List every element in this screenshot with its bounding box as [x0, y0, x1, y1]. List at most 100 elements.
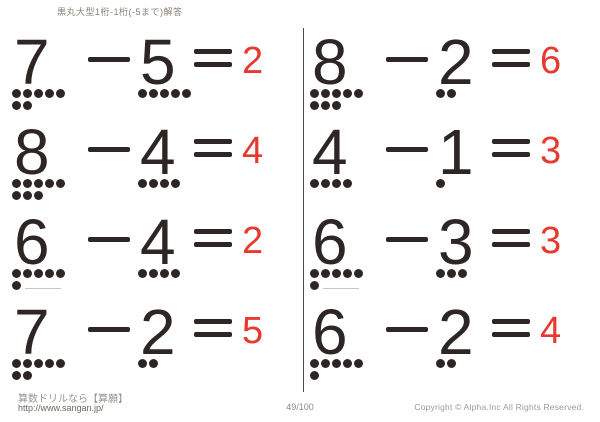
dot	[343, 179, 352, 188]
dot	[310, 281, 319, 290]
minuend-digit: 7	[14, 296, 50, 368]
dot	[12, 179, 21, 188]
dot	[332, 179, 341, 188]
dot-row	[12, 267, 88, 278]
subtrahend-digit: 2	[438, 296, 474, 368]
dot-row	[310, 87, 386, 98]
minuend: 6	[310, 300, 386, 380]
equals-bar	[492, 229, 530, 234]
answer-value: 5	[242, 310, 264, 352]
dot	[23, 191, 32, 200]
dot-row	[12, 99, 88, 110]
answer-value: 3	[540, 220, 562, 262]
subtrahend-digit: 4	[140, 116, 176, 188]
equals-icon	[492, 300, 538, 337]
dot	[332, 359, 341, 368]
minuend-dots	[12, 266, 88, 290]
dot-row	[310, 357, 386, 368]
subtrahend: 4	[138, 120, 194, 188]
subtrahend-dots	[138, 176, 194, 188]
dot-row	[436, 357, 492, 368]
minuend-digit: 7	[14, 26, 50, 98]
subtrahend-dots	[436, 86, 492, 98]
equals-icon	[492, 210, 538, 247]
dot	[447, 89, 456, 98]
dot	[45, 269, 54, 278]
dot	[354, 359, 363, 368]
dot	[12, 191, 21, 200]
dot	[310, 89, 319, 98]
minus-icon	[386, 120, 436, 152]
dot	[321, 269, 330, 278]
dot-row	[12, 87, 88, 98]
dot	[138, 89, 147, 98]
minus-icon	[88, 120, 138, 152]
answer-value: 2	[242, 40, 264, 82]
dot	[436, 89, 445, 98]
dot	[138, 179, 147, 188]
subtrahend-digit: 5	[140, 26, 176, 98]
dot	[56, 179, 65, 188]
equals-bar	[194, 319, 232, 324]
minuend-digit: 8	[312, 26, 348, 98]
subtrahend: 2	[436, 300, 492, 368]
dot	[310, 371, 319, 380]
dot	[447, 269, 456, 278]
subtrahend-dots	[436, 266, 492, 278]
dot	[23, 371, 32, 380]
minuend-dots	[12, 356, 88, 380]
equals-icon	[194, 120, 240, 157]
dot	[310, 359, 319, 368]
equals-icon	[492, 30, 538, 67]
subtrahend-dots	[436, 176, 492, 188]
minuend-digit: 6	[312, 296, 348, 368]
minus-bar	[386, 327, 428, 332]
dot	[23, 359, 32, 368]
dot-row	[12, 357, 88, 368]
dot	[23, 269, 32, 278]
dot	[343, 359, 352, 368]
equals-icon	[194, 210, 240, 247]
dot	[182, 89, 191, 98]
equals-bar	[194, 152, 232, 157]
dot	[354, 89, 363, 98]
minus-icon	[88, 300, 138, 332]
dot-row	[310, 99, 386, 110]
equals-icon	[194, 300, 240, 337]
dot	[34, 269, 43, 278]
equals-bar	[492, 49, 530, 54]
dot-row	[138, 177, 194, 188]
dot	[149, 359, 158, 368]
equals-bar	[194, 62, 232, 67]
dot	[149, 269, 158, 278]
dot-row	[138, 357, 194, 368]
dot	[34, 359, 43, 368]
minuend-dots	[310, 356, 386, 380]
equals-bar	[492, 139, 530, 144]
dot	[12, 281, 21, 290]
dot	[45, 179, 54, 188]
dot	[354, 269, 363, 278]
dot	[12, 89, 21, 98]
minuend-dots	[12, 86, 88, 110]
minuend: 4	[310, 120, 386, 188]
equals-icon	[492, 120, 538, 157]
equals-icon	[194, 30, 240, 67]
dot	[34, 191, 43, 200]
dot	[12, 371, 21, 380]
dot	[160, 89, 169, 98]
subtrahend: 5	[138, 30, 194, 98]
dot	[321, 359, 330, 368]
guide-line	[323, 288, 359, 289]
equals-bar	[492, 62, 530, 67]
dot	[310, 101, 319, 110]
minuend-dots	[310, 266, 386, 290]
dot-row	[310, 267, 386, 278]
dot-row	[436, 177, 492, 188]
equals-bar	[194, 139, 232, 144]
minus-icon	[88, 30, 138, 62]
